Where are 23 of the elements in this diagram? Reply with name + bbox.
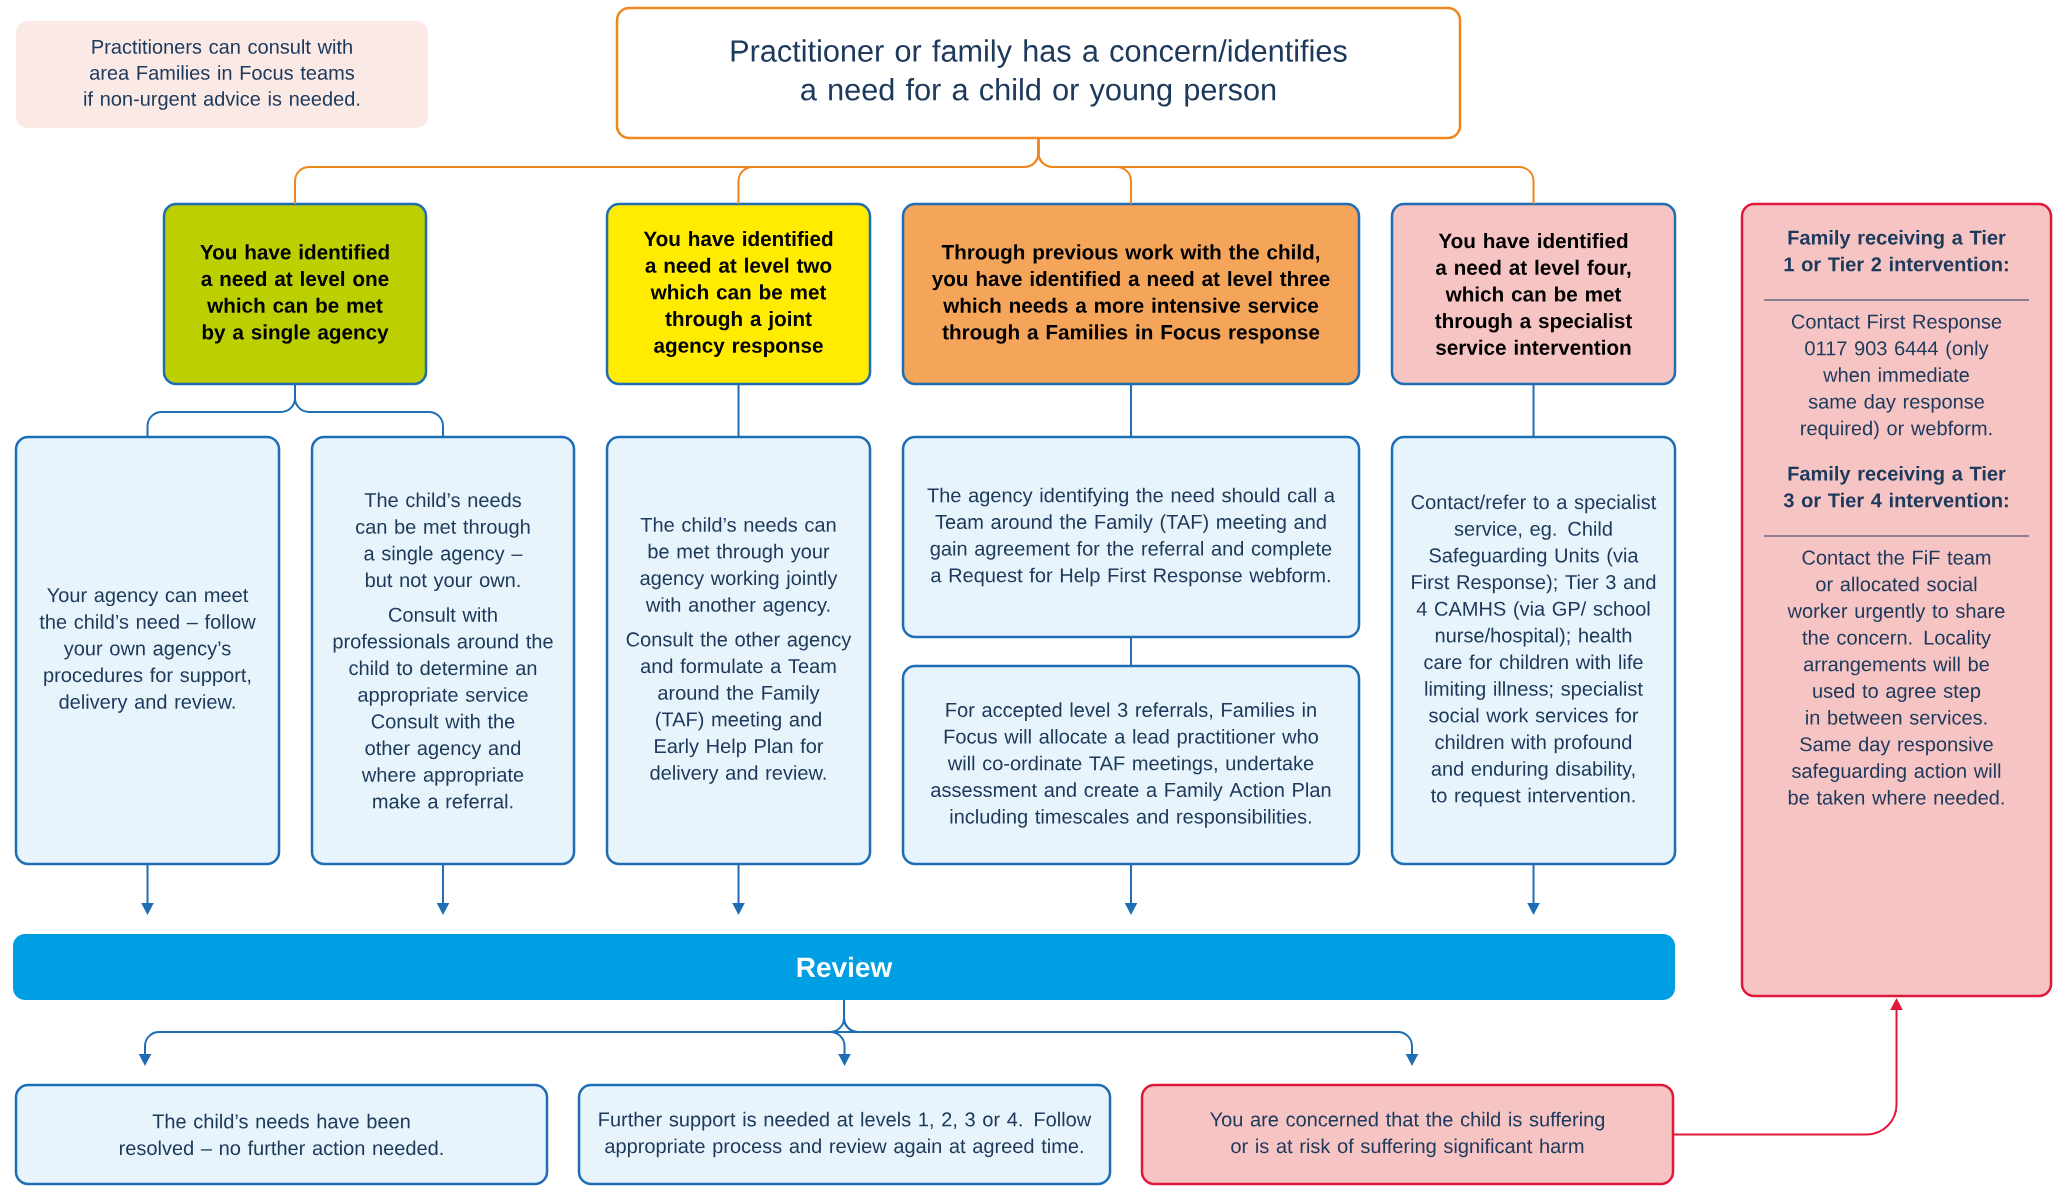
connector-line: [1130, 383, 1132, 438]
process-box: The child’s needs can be met through your agency working jointly with another agency. Consult the other agency and formulate a Team around the Family (TAF) meeting and Early Help Plan for delivery and review.: [605, 435, 872, 866]
outcome-box: You are concerned that the child is suffering or is at risk of suffering significant harm: [1140, 1083, 1675, 1186]
note-box: Practitioners can consult with area Families in Focus teams if non-urgent advice is needed.: [16, 21, 428, 128]
connector-line: [294, 383, 444, 438]
process-box: Contact/refer to a specialist service, eg. Child Safeguarding Units (via First Response); Tier 3 and 4 CAMHS (via GP/ school nurse/hospital); health care for children with life limiting illness; specialist social work services for children with profound and enduring disability, to request intervention.: [1390, 435, 1677, 866]
connector-line: [1130, 636, 1132, 667]
connector-line: [737, 383, 740, 438]
outcome-box: The child’s needs have been resolved – no further action needed.: [14, 1083, 549, 1186]
review-bar: Review: [13, 934, 1675, 1000]
connector-line: [1037, 137, 1535, 205]
process-box: The child’s needs can be met through a single agency – but not your own. Consult with professionals around the child to determine an appropriate service Consult with the other agency and where appropriate make a referral.: [310, 435, 576, 866]
process-box: Your agency can meet the child’s need – follow your own agency’s procedures for support, delivery and review.: [14, 435, 281, 866]
level-box: You have identified a need at level two which can be met through a joint agency response: [605, 202, 872, 386]
outcome-box: Further support is needed at levels 1, 2, 3 or 4. Follow appropriate process and review again at agreed time.: [577, 1083, 1112, 1186]
process-box: For accepted level 3 referrals, Families in Focus will allocate a lead practitioner who will co-ordinate TAF meetings, undertake assessment and create a Family Action Plan including timescales and responsibilities.: [901, 664, 1361, 866]
process-box: The agency identifying the need should call a Team around the Family (TAF) meeting and gain agreement for the referral and complete a Request for Help First Response webform.: [901, 435, 1361, 639]
level-box: You have identified a need at level one which can be met by a single agency: [162, 202, 428, 386]
connector-line: [1532, 383, 1535, 438]
start-box: Practitioner or family has a concern/identifies a need for a child or young person: [615, 6, 1462, 140]
level-box: You have identified a need at level four, which can be met through a specialist service intervention: [1390, 202, 1677, 386]
level-box: Through previous work with the child, you have identified a need at level three which needs a more intensive service through a Families in Focus response: [901, 202, 1361, 386]
info-panel: Family receiving a Tier 1 or Tier 2 intervention: Contact First Response 0117 903 6444 (only when immediate same day response required) or webform. Family receiving a Tier 3 or Tier 4 intervention: Contact the FiF team or allocated social worker urgently to share the concern. Locality arrangements will be used to agree step in between services. Same day responsive safeguarding action will be taken where needed.: [1740, 202, 2053, 998]
